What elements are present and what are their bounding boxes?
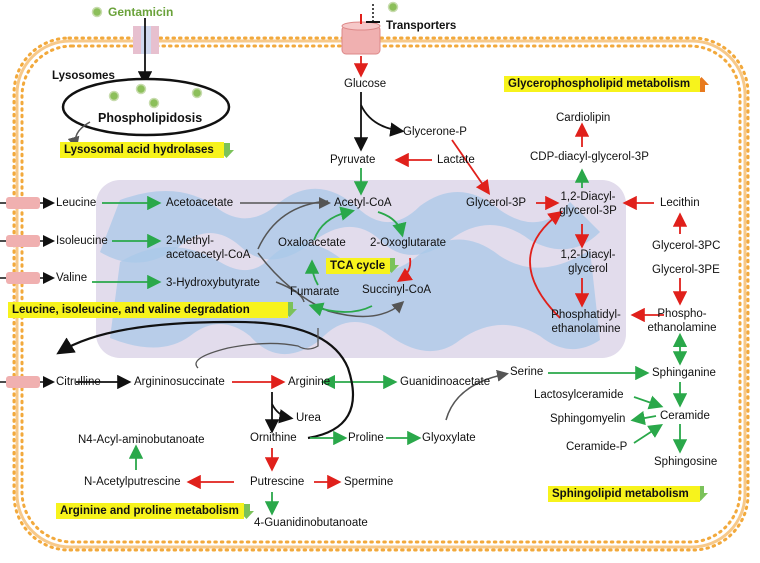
argininosuccinate-node: Argininosuccinate bbox=[134, 376, 225, 388]
pe-node-line2: ethanolamine bbox=[551, 323, 621, 335]
ceramide-p-node: Ceramide-P bbox=[566, 441, 628, 453]
sphinganine-node: Sphinganine bbox=[652, 367, 716, 379]
sphingomyelin-node: Sphingomyelin bbox=[550, 413, 626, 425]
lysosomal-hydrolases-badge: Lysosomal acid hydrolases bbox=[60, 142, 224, 158]
tca-cycle-badge: TCA cycle bbox=[326, 258, 390, 274]
cdp-diacylglycerol-node: CDP-diacyl-glycerol-3P bbox=[530, 151, 649, 163]
lysosomal-down-arrow bbox=[219, 143, 234, 158]
glycerol-3pc-node: Glycerol-3PC bbox=[652, 240, 721, 252]
tca-down-arrow bbox=[384, 258, 399, 273]
methylacetoacetyl-node-line2: acetoacetyl-CoA bbox=[166, 249, 251, 261]
leucine-transporter bbox=[6, 197, 40, 209]
ceramide-node: Ceramide bbox=[660, 410, 710, 422]
arginine-proline-badge: Arginine and proline metabolism bbox=[56, 503, 244, 519]
oxaloacetate-node: Oxaloacetate bbox=[278, 237, 346, 249]
hydroxybutyrate-node: 3-Hydroxybutyrate bbox=[166, 277, 260, 289]
ornithine-node: Ornithine bbox=[250, 432, 297, 444]
citrulline-transporter bbox=[6, 376, 40, 388]
glycerol-3p-node: Glycerol-3P bbox=[466, 197, 527, 209]
glycerol-3pe-node: Glycerol-3PE bbox=[652, 264, 720, 276]
isoleucine-transporter bbox=[6, 235, 40, 247]
gentamicin-channel bbox=[133, 26, 141, 54]
glyoxylate-node: Glyoxylate bbox=[422, 432, 476, 444]
cardiolipin-node: Cardiolipin bbox=[556, 112, 611, 124]
phosphoethanolamine-node-line1: Phospho- bbox=[657, 308, 707, 320]
n-acetylputrescine-node: N-Acetylputrescine bbox=[84, 476, 181, 488]
transporters-label: Transporters bbox=[386, 20, 457, 32]
isoleucine-node: Isoleucine bbox=[56, 235, 108, 247]
guanidinoacetate-node: Guanidinoacetate bbox=[400, 376, 491, 388]
methylacetoacetyl-node-line1: 2-Methyl- bbox=[166, 235, 214, 247]
valine-node: Valine bbox=[56, 272, 88, 284]
fumarate-node: Fumarate bbox=[290, 286, 340, 298]
glycerophospholipid-badge: Glycerophospholipid metabolism bbox=[504, 76, 700, 92]
citrulline-node: Citrulline bbox=[56, 376, 101, 388]
glycerophospholipid-up-arrow bbox=[694, 77, 709, 92]
putrescine-node: Putrescine bbox=[250, 476, 305, 488]
glycerone-p-node: Glycerone-P bbox=[403, 126, 467, 138]
gentamicin-label: Gentamicin bbox=[108, 5, 174, 19]
phospholipidosis-label: Phospholipidosis bbox=[98, 111, 203, 125]
lysosomes-label: Lysosomes bbox=[52, 70, 115, 82]
diacylglycerol-node-line1: 1,2-Diacyl- bbox=[560, 249, 616, 261]
arginine-down-arrow bbox=[239, 504, 254, 519]
lactate-node: Lactate bbox=[437, 154, 475, 166]
urea-node: Urea bbox=[296, 412, 321, 424]
sphingolipid-down-arrow bbox=[693, 486, 708, 501]
succinyl-coa-node: Succinyl-CoA bbox=[362, 284, 432, 296]
diacylglycerol-node-line2: glycerol bbox=[568, 263, 608, 275]
acetyl-coa-node: Acetyl-CoA bbox=[334, 197, 392, 209]
phosphoethanolamine-node-line2: ethanolamine bbox=[647, 322, 717, 334]
diacylglycerol-3p-node-line2: glycerol-3P bbox=[559, 205, 617, 217]
oxoglutarate-node: 2-Oxoglutarate bbox=[370, 237, 447, 249]
cell-membrane bbox=[12, 36, 750, 552]
mitochondrial-cristae bbox=[100, 188, 600, 263]
spermine-node: Spermine bbox=[344, 476, 394, 488]
bcaa-degradation-badge: Leucine, isoleucine, and valine degradat… bbox=[8, 302, 288, 318]
proline-node: Proline bbox=[348, 432, 384, 444]
guanidinobutanoate-node: 4-Guanidinobutanoate bbox=[254, 517, 368, 529]
bcaa-down-arrow bbox=[282, 302, 297, 317]
acetoacetate-node: Acetoacetate bbox=[166, 197, 234, 209]
glucose-node: Glucose bbox=[344, 78, 387, 90]
serine-node: Serine bbox=[510, 366, 544, 378]
lactosylceramide-node: Lactosylceramide bbox=[534, 389, 624, 401]
sphingolipid-badge: Sphingolipid metabolism bbox=[548, 486, 700, 502]
leucine-node: Leucine bbox=[56, 197, 97, 209]
lysosome bbox=[61, 77, 231, 137]
pe-node-line1: Phosphatidyl- bbox=[551, 309, 621, 321]
lecithin-node: Lecithin bbox=[660, 197, 700, 209]
diacylglycerol-3p-node-line1: 1,2-Diacyl- bbox=[560, 191, 616, 203]
valine-transporter bbox=[6, 272, 40, 284]
sphingosine-node: Sphingosine bbox=[654, 456, 718, 468]
pyruvate-node: Pyruvate bbox=[330, 154, 376, 166]
arginine-node: Arginine bbox=[288, 376, 331, 388]
n4-acyl-aminobutanoate-node: N4-Acyl-aminobutanoate bbox=[78, 434, 205, 446]
